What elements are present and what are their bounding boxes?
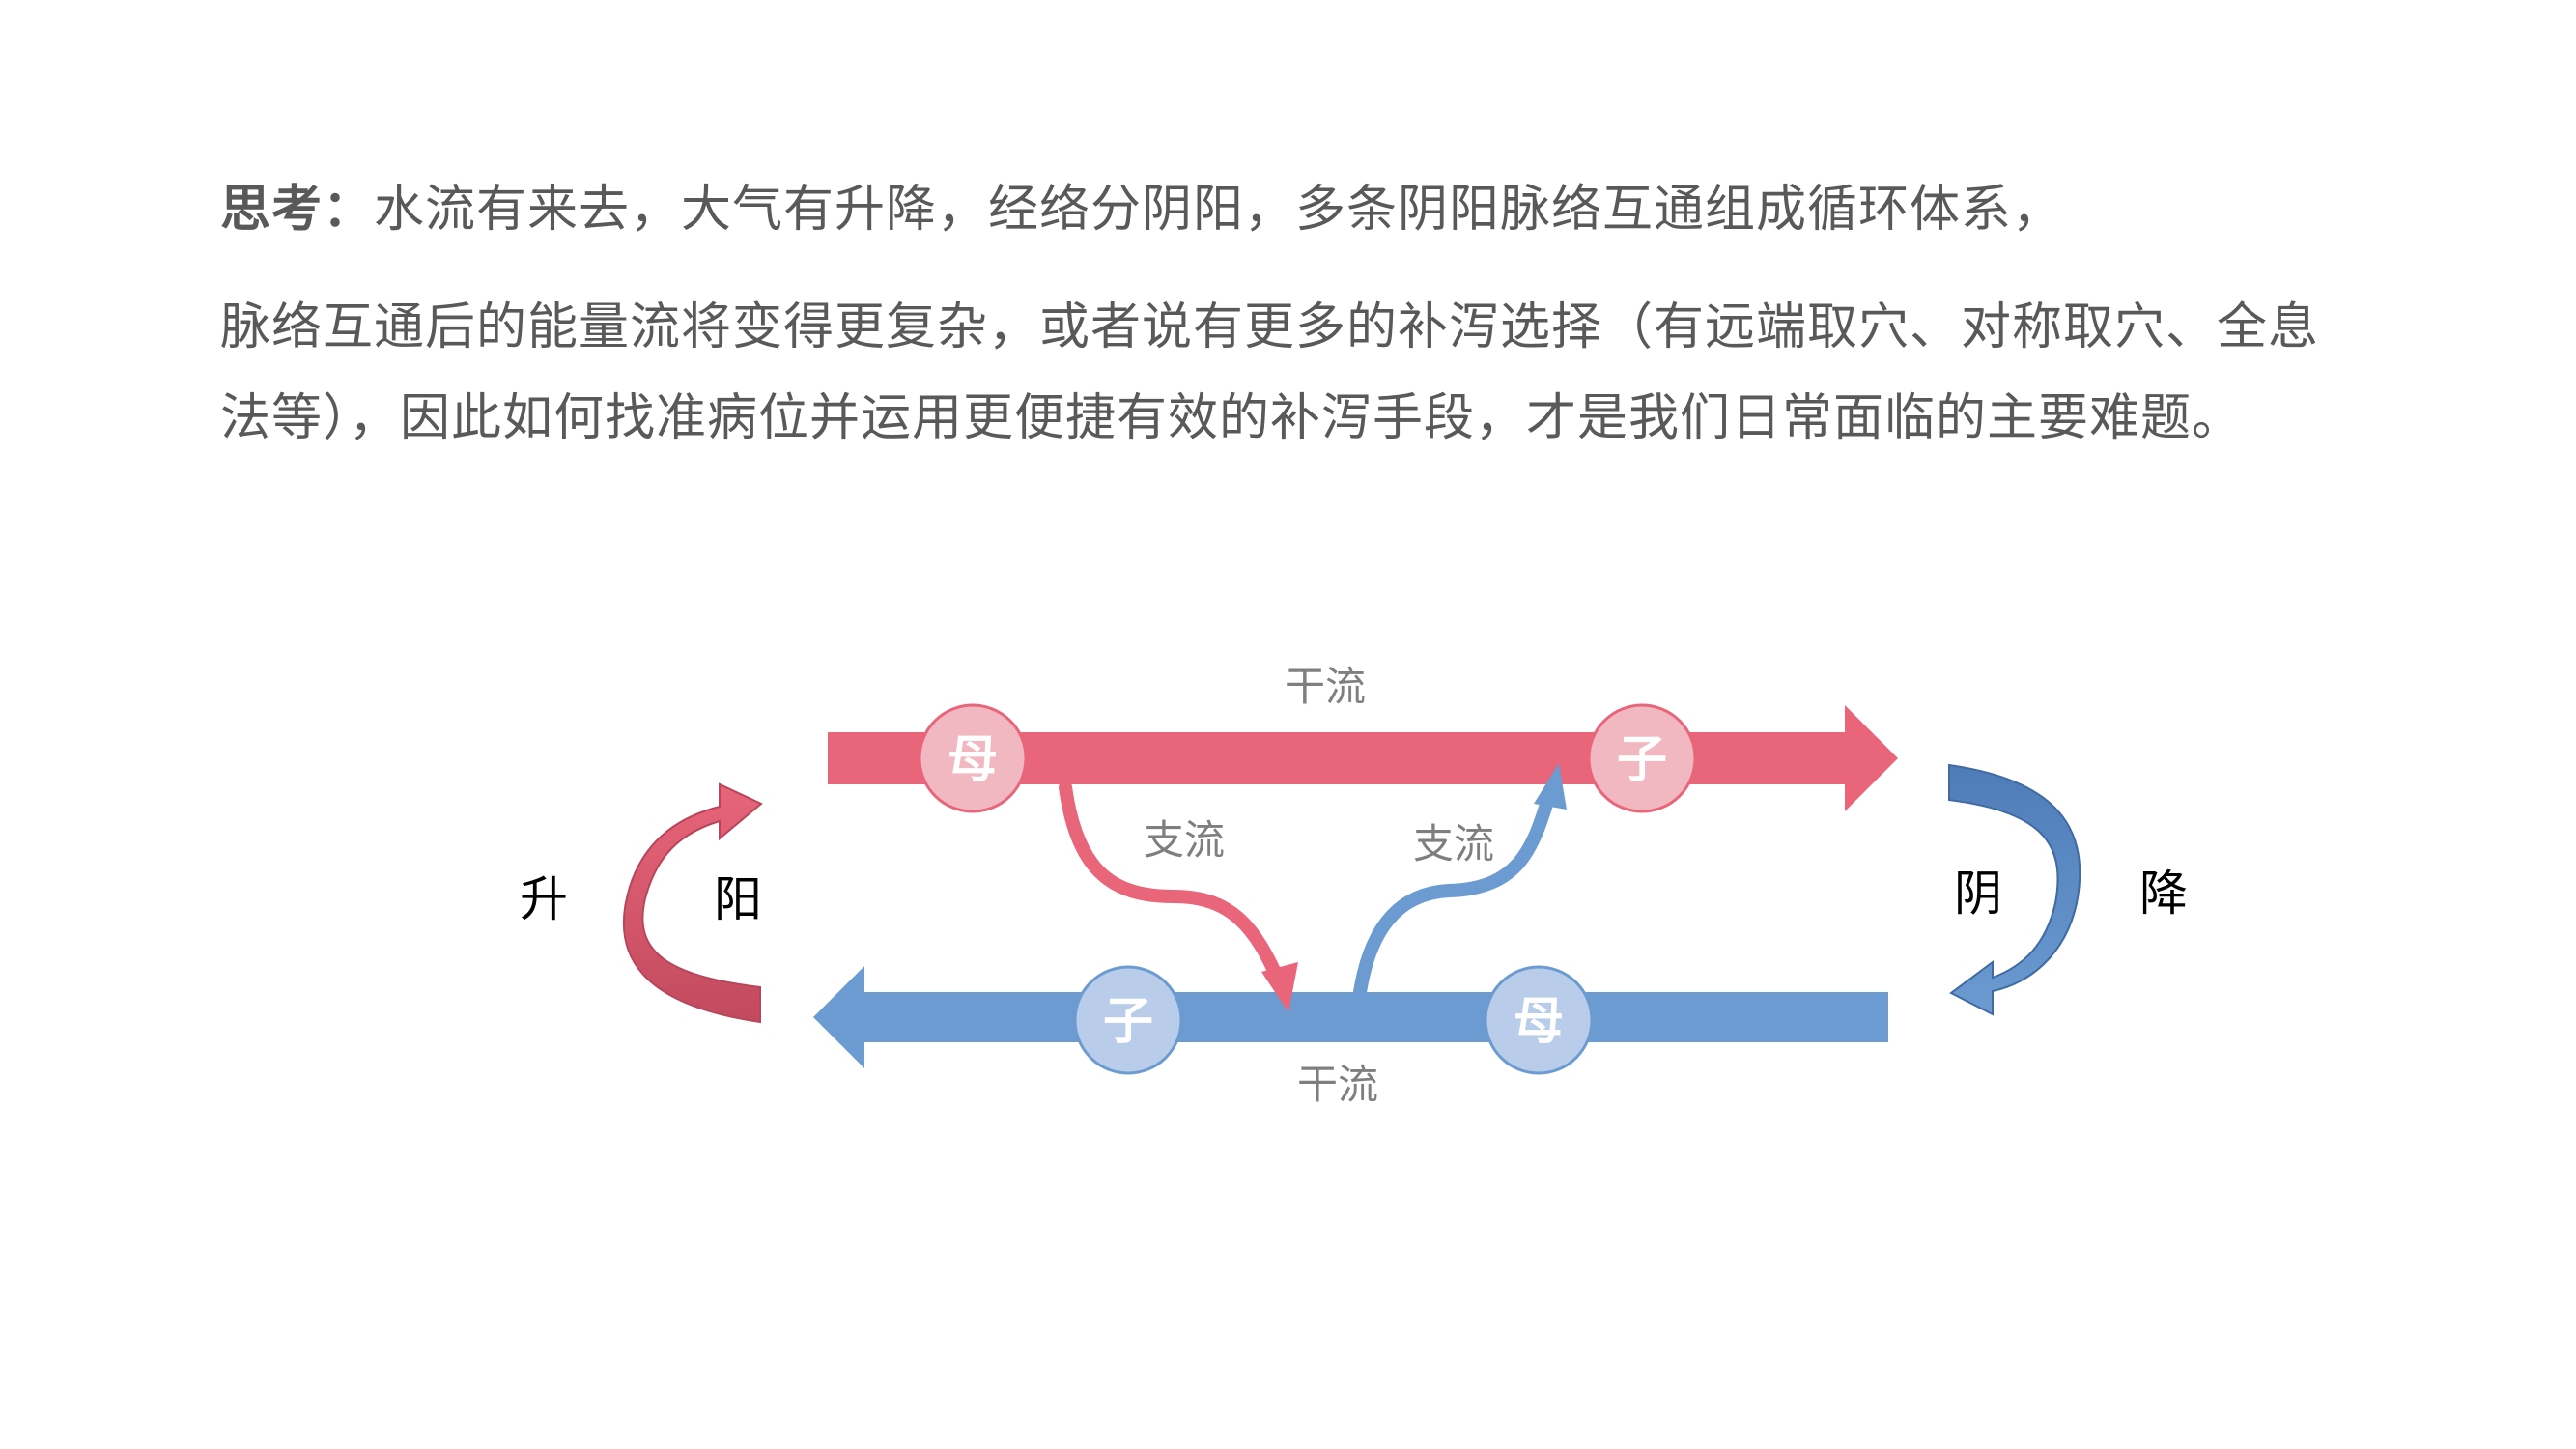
descend-label: 降 xyxy=(2139,866,2188,922)
rise-label: 升 xyxy=(520,871,568,927)
right-descend-arrow xyxy=(1948,763,2081,1016)
branch-up-arrowhead xyxy=(1534,763,1567,810)
bottom-right-node: 母 xyxy=(1484,965,1594,1075)
left-rise-arrow xyxy=(622,782,763,1024)
paragraph-intro-text: 水流有来去，大气有升降，经络分阴阳，多条阴阳脉络互通组成循环体系， xyxy=(374,181,2064,239)
bottom-left-node: 子 xyxy=(1073,965,1183,1075)
bottom-trunk-arrow xyxy=(813,966,1888,1068)
top-left-node-label: 母 xyxy=(948,731,998,789)
top-left-node: 母 xyxy=(918,703,1028,813)
branch-up-label: 支流 xyxy=(1413,820,1494,867)
bottom-flow-label: 干流 xyxy=(1297,1061,1378,1108)
branch-down-label: 支流 xyxy=(1144,816,1225,864)
top-right-node: 子 xyxy=(1587,703,1697,813)
branch-down-curve xyxy=(1059,781,1287,990)
yin-label: 阴 xyxy=(1954,866,2002,922)
paragraph-lead: 思考： xyxy=(220,181,375,239)
bottom-right-node-label: 母 xyxy=(1514,993,1564,1051)
branch-down-arrowhead xyxy=(1261,962,1298,1012)
top-trunk-arrow xyxy=(828,705,1898,811)
top-right-node-label: 子 xyxy=(1617,731,1667,789)
yang-label: 阳 xyxy=(714,871,762,927)
branch-up-curve xyxy=(1353,785,1557,999)
top-flow-label: 干流 xyxy=(1285,663,1366,710)
paragraph-intro: 思考：水流有来去，大气有升降，经络分阴阳，多条阴阳脉络互通组成循环体系， xyxy=(220,164,2326,255)
paragraph-body: 脉络互通后的能量流将变得更复杂，或者说有更多的补泻选择（有远端取穴、对称取穴、全… xyxy=(220,298,2320,447)
bottom-left-node-label: 子 xyxy=(1103,993,1153,1051)
